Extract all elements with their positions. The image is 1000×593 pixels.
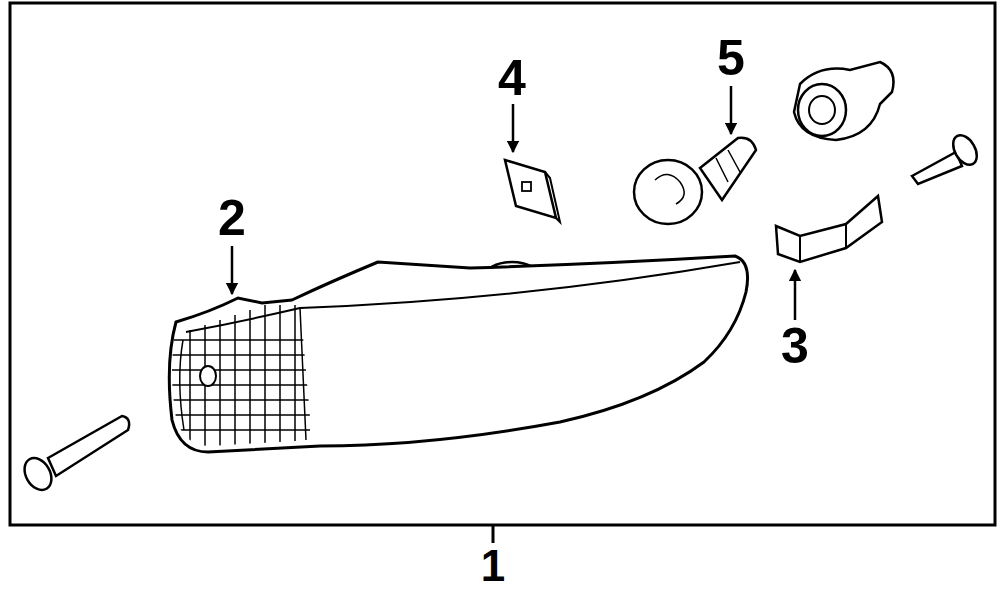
leader-arrow	[512, 104, 515, 152]
grid-line	[264, 305, 266, 450]
bracket-shape	[776, 196, 882, 262]
bolt-shank	[912, 152, 962, 184]
lamp-housing	[169, 256, 747, 452]
bracket-fold	[800, 224, 846, 262]
grid-line	[170, 384, 310, 386]
bolt-head	[948, 131, 981, 169]
bulb-socket	[794, 62, 894, 140]
lens-edge	[300, 308, 306, 440]
lens-grid	[170, 305, 310, 450]
grid-line	[170, 339, 310, 341]
callout-number: 3	[781, 321, 809, 371]
grid-line	[170, 399, 310, 401]
grid-line	[204, 325, 206, 450]
screw-shank	[48, 416, 129, 476]
screw-head	[19, 453, 57, 494]
callout-number: 1	[481, 544, 505, 588]
socket-body	[794, 62, 894, 140]
clip-edge	[545, 172, 560, 222]
leader-arrow	[231, 246, 234, 294]
grid-line	[294, 305, 296, 450]
clip-nut	[505, 160, 560, 222]
bulb-filament	[655, 174, 684, 204]
clip-plate	[505, 160, 556, 218]
clip-hole	[522, 182, 531, 191]
grid-line	[170, 369, 310, 371]
lens-edge	[186, 262, 740, 332]
callout-number: 4	[498, 53, 526, 103]
bulb-base	[700, 138, 756, 200]
grid-line	[170, 429, 310, 431]
bulb	[634, 138, 756, 224]
grid-line	[170, 414, 310, 416]
socket-ring	[798, 84, 846, 136]
callout-number: 5	[717, 33, 745, 83]
socket-hole	[809, 96, 835, 124]
leader-arrow	[794, 270, 797, 320]
frame-border	[10, 3, 995, 525]
grid-line	[170, 354, 310, 356]
mount-hole	[200, 366, 216, 386]
grid-line	[279, 305, 281, 450]
leader-line	[492, 525, 495, 543]
bulb-glass	[634, 160, 702, 224]
callout-number: 2	[218, 193, 246, 243]
screw	[19, 416, 129, 495]
bracket-clip	[776, 196, 882, 262]
grid-line	[189, 330, 191, 450]
bulb-base-ring	[716, 150, 740, 182]
grid-line	[249, 310, 251, 450]
leader-arrow	[730, 86, 733, 134]
bolt	[912, 131, 982, 184]
